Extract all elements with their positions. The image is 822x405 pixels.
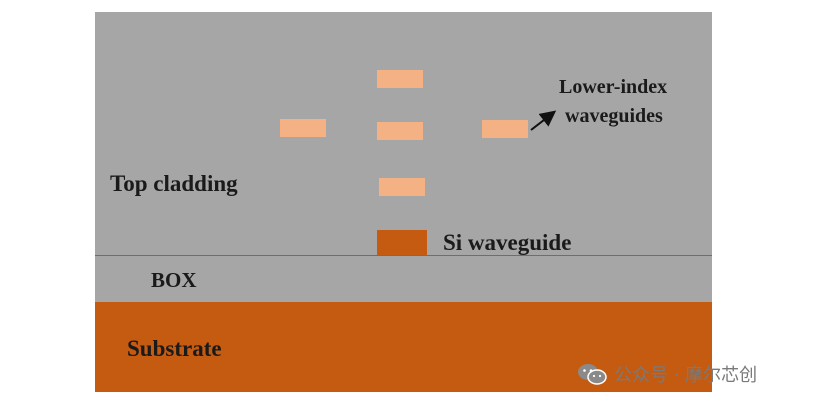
- lower-index-waveguide-center: [377, 122, 423, 140]
- lower-index-waveguide-bottom: [379, 178, 425, 196]
- lower-index-label-line2: waveguides: [565, 105, 663, 127]
- si-waveguide-label: Si waveguide: [443, 230, 572, 255]
- lower-index-waveguide-right: [482, 120, 528, 138]
- lower-index-waveguide-top: [377, 70, 423, 88]
- substrate-label: Substrate: [127, 336, 222, 361]
- box-layer: [95, 255, 712, 302]
- si-waveguide: [377, 230, 427, 255]
- lower-index-waveguide-left: [280, 119, 326, 137]
- watermark-text: 公众号 · 摩尔芯创: [614, 365, 758, 386]
- substrate-layer: [95, 302, 712, 392]
- watermark: 公众号 · 摩尔芯创: [576, 360, 757, 388]
- wechat-icon: [578, 364, 607, 385]
- lower-index-label-line1: Lower-index: [559, 76, 668, 98]
- box-label: BOX: [151, 268, 197, 292]
- top-cladding-label: Top cladding: [110, 171, 238, 196]
